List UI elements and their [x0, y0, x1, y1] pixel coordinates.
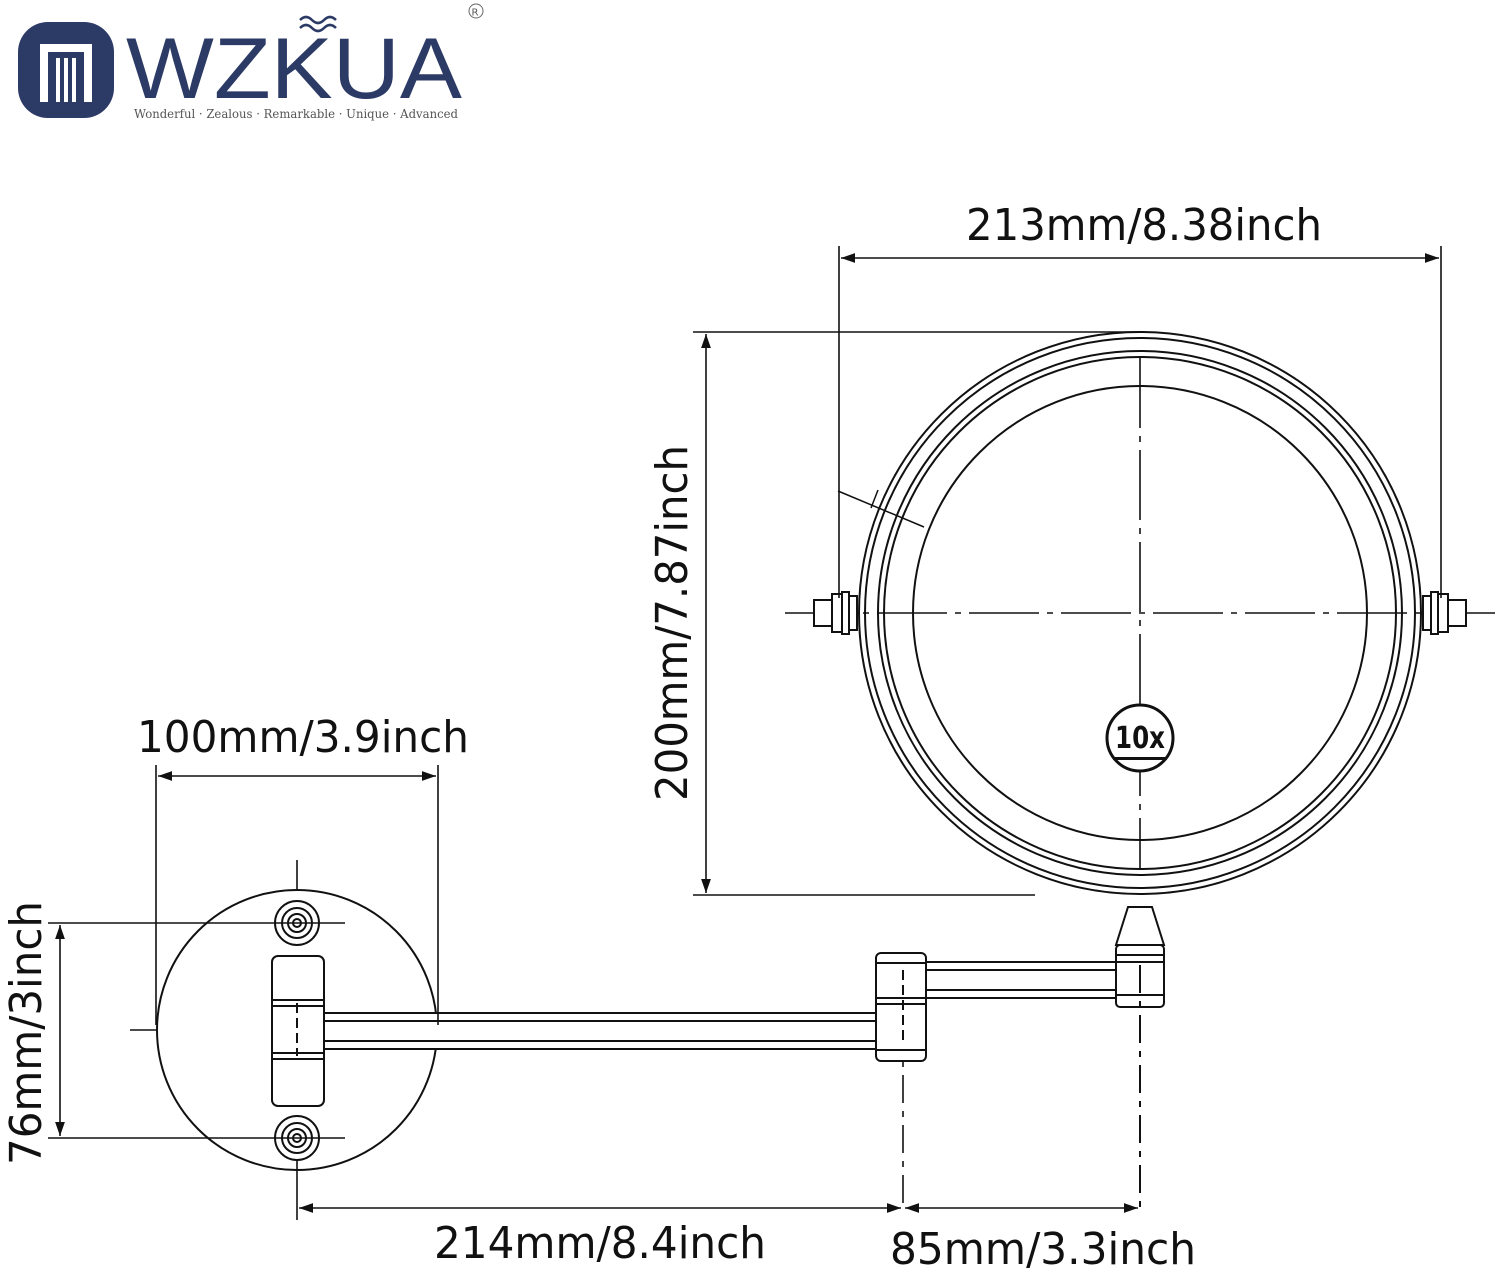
base-width-label: 100mm/3.9inch	[137, 712, 469, 763]
registered-mark-icon	[468, 3, 484, 19]
left-pivot-knob	[813, 591, 858, 635]
registered-mark: R	[472, 8, 479, 19]
brand-tagline: Wonderful · Zealous · Remarkable · Uniqu…	[134, 106, 458, 121]
swing-arm	[317, 961, 1121, 1050]
arm-length-label: 214mm/8.4inch	[434, 1218, 766, 1269]
mirror-width-label: 213mm/8.38inch	[966, 200, 1322, 251]
mirror-neck	[1114, 906, 1166, 1210]
brand-logo: WZKUA R Wonderful · Zealous · Remarkable…	[18, 3, 484, 121]
mirror-height-label: 200mm/7.87inch	[647, 445, 698, 801]
wave-icon	[299, 15, 337, 33]
rim-detail	[837, 489, 925, 528]
magnification-badge: 10x	[1105, 703, 1175, 773]
dimension-lines	[48, 246, 1442, 1220]
elbow-joint	[875, 952, 927, 1062]
joint-length-label: 85mm/3.3inch	[890, 1224, 1196, 1275]
brand-name: WZKUA	[126, 21, 463, 117]
base-hinge	[271, 955, 325, 1107]
right-pivot-knob	[1422, 591, 1467, 635]
base-height-label: 76mm/3inch	[1, 901, 52, 1165]
magnification-label: 10x	[1115, 721, 1165, 756]
logo-emblem-icon	[18, 22, 114, 118]
